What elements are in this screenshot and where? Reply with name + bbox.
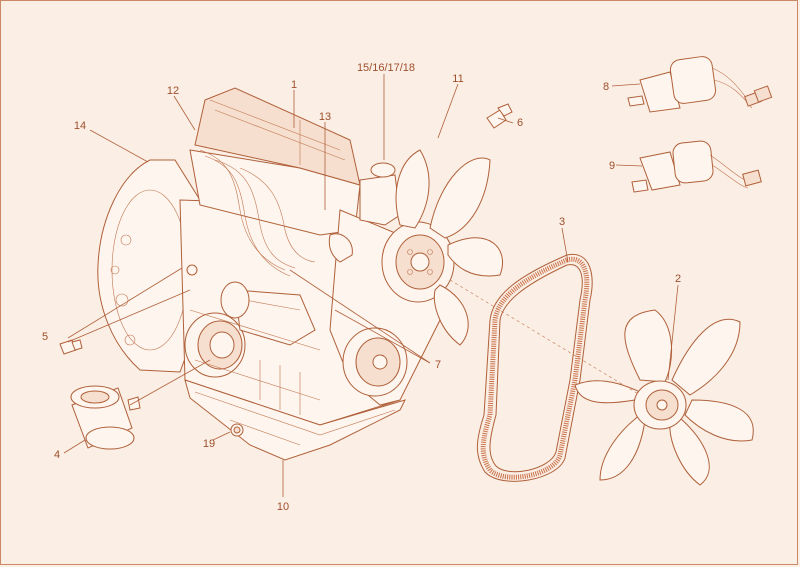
water-pump-pulley xyxy=(381,221,455,303)
engine-assembly xyxy=(97,87,504,461)
crank-pulley xyxy=(342,327,408,397)
callout-labels: 1 2 3 4 5 6 7 8 9 10 11 12 13 14 15/16/1… xyxy=(42,62,681,513)
callout-11: 11 xyxy=(452,73,463,85)
callout-14: 14 xyxy=(74,120,86,132)
callout-13: 13 xyxy=(319,111,331,123)
callout-8: 8 xyxy=(603,81,609,93)
oil-pressure-sender-part xyxy=(59,339,83,355)
callout-1: 1 xyxy=(291,79,297,91)
callout-2: 2 xyxy=(675,273,681,285)
callout-5: 5 xyxy=(42,331,48,343)
callout-10: 10 xyxy=(277,501,289,513)
stop-solenoid-a-part xyxy=(627,56,773,113)
oil-pan xyxy=(184,379,406,461)
fan-belt-part xyxy=(476,253,593,482)
oil-filter-part xyxy=(70,385,141,450)
callout-7: 7 xyxy=(435,359,441,371)
leader-lines xyxy=(63,74,679,497)
mounted-oil-filter xyxy=(184,312,246,378)
cooling-fan-part xyxy=(574,309,754,486)
mounted-fan xyxy=(395,149,504,346)
callout-12: 12 xyxy=(167,85,179,97)
callout-9: 9 xyxy=(609,160,615,172)
stop-solenoid-b-part xyxy=(631,140,762,193)
callout-3: 3 xyxy=(559,216,565,228)
callout-19: 19 xyxy=(203,438,215,450)
temperature-sender-part xyxy=(486,103,513,129)
callout-6: 6 xyxy=(517,117,523,129)
callout-15-16-17-18: 15/16/17/18 xyxy=(357,62,415,74)
callout-4: 4 xyxy=(54,449,60,461)
thermostat-housing xyxy=(359,174,401,226)
